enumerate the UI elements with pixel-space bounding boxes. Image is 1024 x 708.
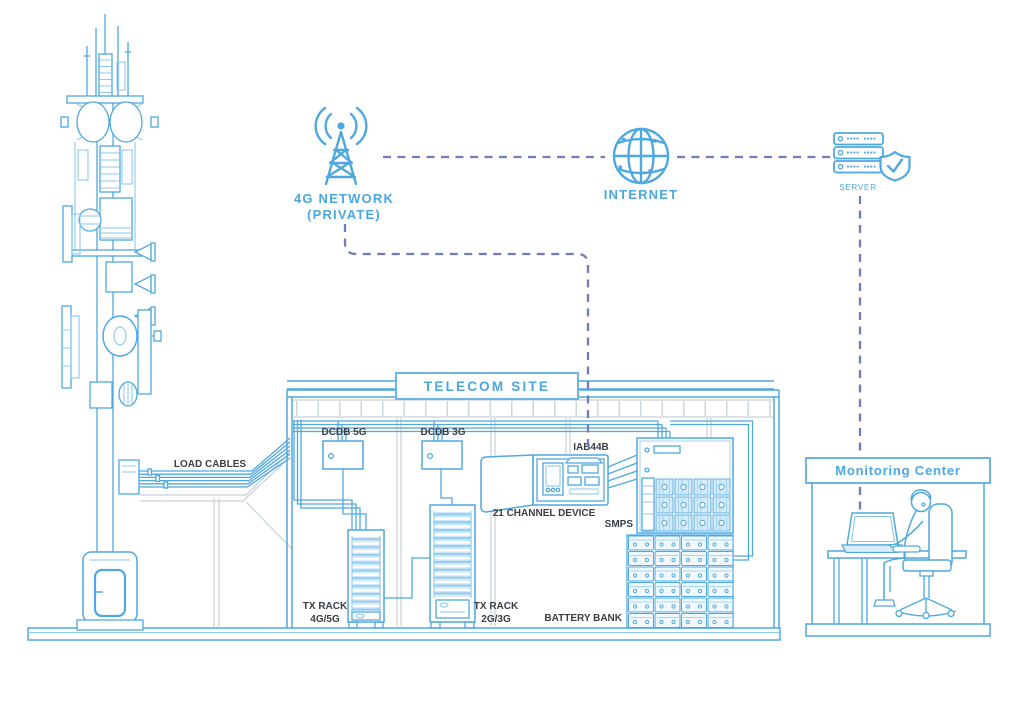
load-cables: LOAD CABLES (139, 437, 291, 489)
telecom-site-building: TELECOM SITE (286, 372, 780, 628)
internet-node: INTERNET (604, 127, 679, 202)
iab44b-label: IAB44B (573, 442, 609, 453)
operator-person (873, 489, 957, 620)
channel-device-label: 21 CHANNEL DEVICE (493, 508, 596, 519)
antenna-mast-icon (314, 106, 368, 186)
ground-platform (27, 627, 781, 641)
dcdb-5g-label: DCDB 5G (321, 427, 366, 438)
internet-label: INTERNET (604, 187, 679, 202)
monitoring-center: Monitoring Center (805, 457, 991, 637)
battery-bank: BATTERY BANK (544, 534, 734, 629)
load-cables-label: LOAD CABLES (174, 459, 247, 470)
network-4g-label-1: 4G NETWORK (294, 191, 394, 206)
monitoring-center-banner (805, 457, 991, 484)
network-4g-label-2: (PRIVATE) (307, 207, 381, 222)
cable-canopy (140, 451, 293, 628)
battery-bank-label: BATTERY BANK (544, 613, 622, 624)
tx-rack-2g3g-label-2: 2G/3G (481, 614, 511, 625)
tx-rack-2g3g-label-1: TX RACK (474, 601, 519, 612)
dcdb-3g: DCDB 3G (420, 427, 466, 470)
backbone-links (343, 155, 862, 518)
telecom-site-title: TELECOM SITE (424, 379, 550, 394)
tx-rack-4g5g: TX RACK 4G/5G (303, 529, 385, 629)
smps-cabinet: SMPS (605, 437, 734, 534)
monitoring-center-title: Monitoring Center (835, 463, 961, 478)
cell-tower (60, 14, 162, 631)
tx-rack-4g5g-label-2: 4G/5G (310, 614, 340, 625)
server-label: SERVER (839, 183, 877, 192)
globe-icon (612, 127, 670, 185)
interior-cable-runs (293, 420, 754, 599)
tx-rack-2g3g: TX RACK 2G/3G (429, 504, 519, 629)
check-icon (886, 158, 904, 173)
server-shield-icon (833, 132, 911, 182)
telecom-site-banner (395, 372, 579, 400)
dcdb-5g: DCDB 5G (321, 427, 367, 470)
dcdb-3g-label: DCDB 3G (420, 427, 465, 438)
antenna-4g: 4G NETWORK (PRIVATE) (294, 106, 394, 222)
tx-rack-4g5g-label-1: TX RACK (303, 601, 348, 612)
server-node: SERVER (833, 132, 911, 192)
smps-label: SMPS (605, 519, 634, 530)
laptop (840, 512, 904, 554)
link-4g-to-telecom-site (343, 224, 590, 453)
channel-device-21: IAB44B 21 CHANNEL DEVICE (480, 442, 609, 519)
